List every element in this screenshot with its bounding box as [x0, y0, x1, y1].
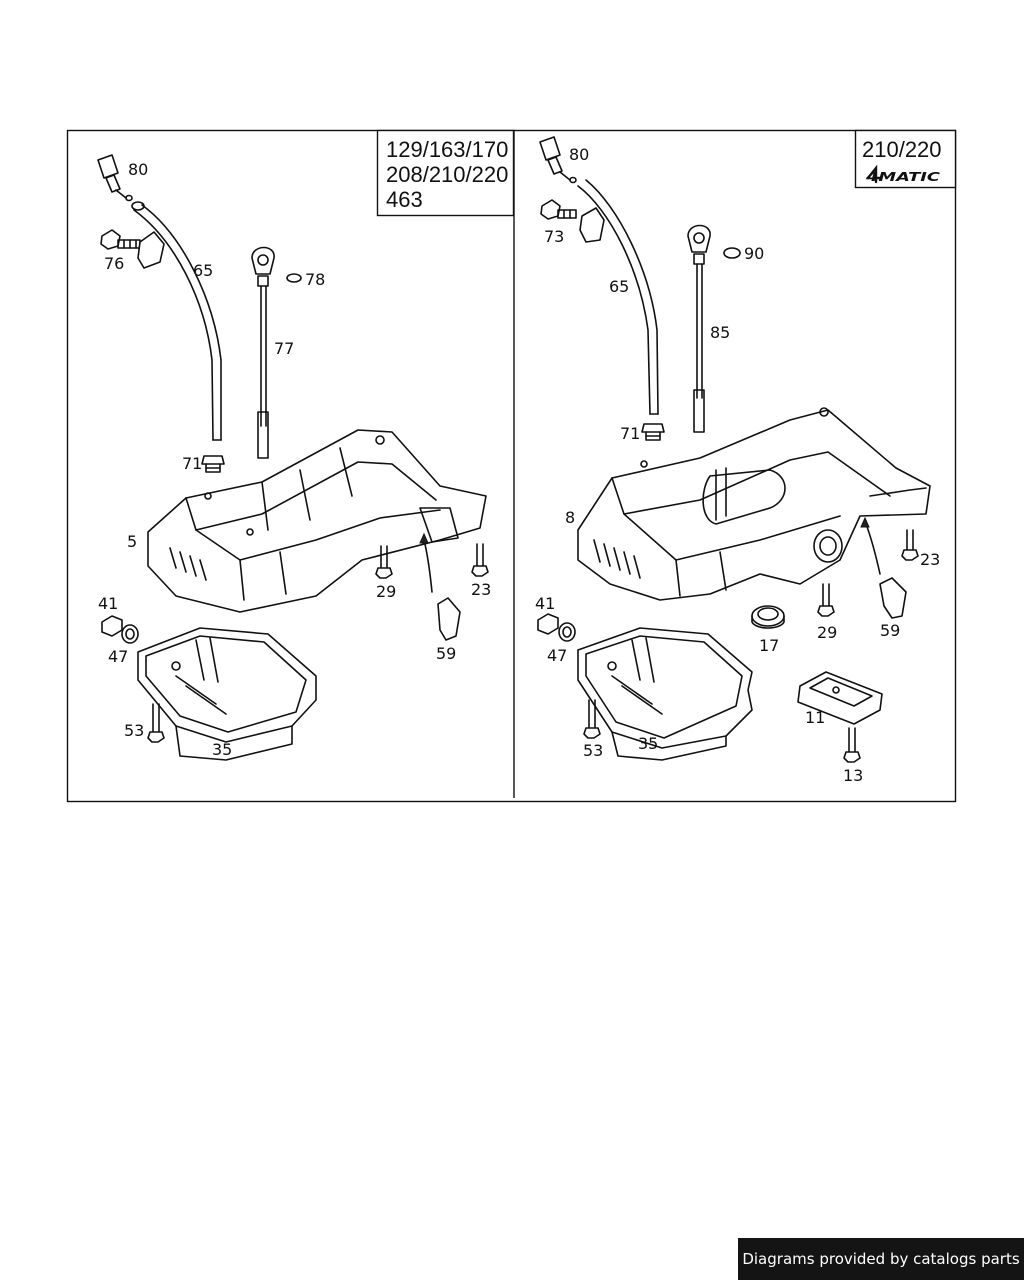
left-label-47: 47 — [108, 647, 128, 666]
arrow-59-r — [860, 516, 881, 575]
oil-level-sensor-80-r — [539, 136, 577, 184]
lower-oil-pan-35 — [137, 627, 317, 761]
washer-47 — [121, 624, 139, 644]
plug-71-r — [641, 423, 665, 441]
footer-credit-text: Diagrams provided by catalogs parts — [742, 1250, 1020, 1268]
4matic-logo: 4MATIC — [865, 164, 941, 184]
left-panel: 129/163/170 208/210/220 463 — [97, 129, 515, 761]
right-label-71: 71 — [620, 424, 640, 443]
left-label-71: 71 — [182, 454, 202, 473]
cover-plate-11 — [797, 671, 883, 725]
right-label-8: 8 — [565, 508, 575, 527]
right-label-35: 35 — [638, 734, 658, 753]
cover-59-r — [879, 577, 907, 619]
left-label-59: 59 — [436, 644, 456, 663]
right-label-29: 29 — [817, 623, 837, 642]
right-label-73: 73 — [544, 227, 564, 246]
right-label-23: 23 — [920, 550, 940, 569]
oil-level-sensor-80 — [97, 154, 133, 202]
left-label-53: 53 — [124, 721, 144, 740]
radial-seal-17 — [751, 605, 785, 629]
bolt-23 — [471, 543, 489, 577]
right-panel: 210/220 4MATIC — [535, 129, 957, 785]
left-model-line-2: 208/210/220 — [386, 162, 508, 187]
left-label-76: 76 — [104, 254, 124, 273]
4matic-badge-text: 4MATIC — [865, 170, 941, 184]
guide-tube-65 — [131, 201, 222, 441]
left-label-35: 35 — [212, 740, 232, 759]
left-label-5: 5 — [127, 532, 137, 551]
right-label-85: 85 — [710, 323, 730, 342]
left-label-78: 78 — [305, 270, 325, 289]
left-model-line-1: 129/163/170 — [386, 137, 508, 162]
seal-ring-90 — [723, 247, 741, 259]
bolt-29-r — [817, 583, 835, 617]
right-label-17: 17 — [759, 636, 779, 655]
right-label-80: 80 — [569, 145, 589, 164]
right-label-65: 65 — [609, 277, 629, 296]
bolt-13 — [843, 727, 861, 763]
upper-oil-pan-8 — [577, 407, 931, 601]
left-label-41: 41 — [98, 594, 118, 613]
left-label-80: 80 — [128, 160, 148, 179]
cover-59 — [437, 597, 461, 641]
drain-plug-41 — [101, 615, 123, 637]
bolt-53 — [147, 703, 165, 743]
left-model-box — [376, 129, 515, 217]
right-model-line-1: 210/220 — [862, 137, 942, 162]
right-label-53: 53 — [583, 741, 603, 760]
bolt-73 — [540, 199, 577, 220]
washer-47-r — [558, 622, 576, 642]
right-label-13: 13 — [843, 766, 863, 785]
right-label-11: 11 — [805, 708, 825, 727]
bolt-23-r — [901, 529, 919, 561]
upper-oil-pan-5 — [147, 429, 487, 613]
left-label-65: 65 — [193, 261, 213, 280]
footer-credit: Diagrams provided by catalogs parts — [738, 1238, 1024, 1280]
right-label-90: 90 — [744, 244, 764, 263]
right-label-41: 41 — [535, 594, 555, 613]
dipstick-77 — [251, 246, 275, 459]
guide-tube-65-r — [577, 179, 659, 415]
left-model-line-3: 463 — [386, 187, 423, 212]
arrow-59 — [419, 532, 433, 593]
plug-71 — [201, 455, 225, 473]
bolt-29 — [375, 545, 393, 579]
lower-oil-pan-35-r — [577, 627, 753, 761]
left-label-77: 77 — [274, 339, 294, 358]
seal-ring-78 — [286, 273, 302, 283]
right-label-59: 59 — [880, 621, 900, 640]
bolt-53-r — [583, 699, 601, 739]
left-label-29: 29 — [376, 582, 396, 601]
dipstick-85 — [687, 224, 711, 433]
right-label-47: 47 — [547, 646, 567, 665]
drain-plug-41-r — [537, 613, 559, 635]
left-label-23: 23 — [471, 580, 491, 599]
right-model-box — [854, 129, 957, 189]
bolt-76 — [100, 229, 141, 250]
